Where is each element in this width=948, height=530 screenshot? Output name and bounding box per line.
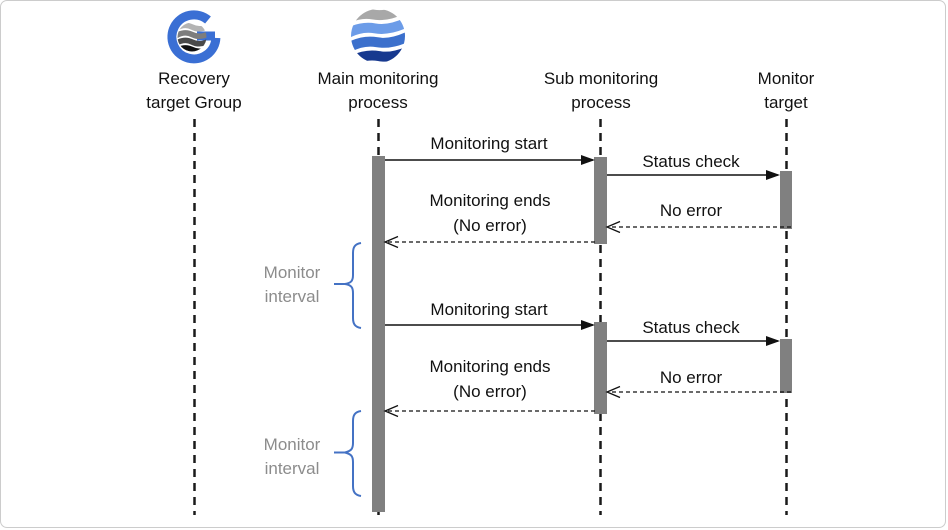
message-label-monitoring-start-2: Monitoring start bbox=[430, 300, 548, 319]
interval-label-1: Monitor interval bbox=[263, 263, 321, 306]
message-label-monitoring-start-1: Monitoring start bbox=[430, 134, 548, 153]
globe-waves-icon bbox=[349, 7, 407, 65]
lifeline-header-monitor-target: Monitor target bbox=[757, 69, 815, 112]
interval-label-2: Monitor interval bbox=[263, 435, 321, 478]
activation-bar-sub-2 bbox=[594, 322, 607, 414]
arrowhead-monitoring-ends-1 bbox=[383, 235, 399, 249]
message-label-no-error-2: No error bbox=[659, 368, 723, 387]
arrowhead-status-check-1 bbox=[766, 170, 780, 180]
message-label-no-error-1: No error bbox=[659, 201, 723, 220]
message-label-status-check-1: Status check bbox=[642, 152, 740, 171]
lifeline-header-recovery-target-group: Recovery target Group bbox=[146, 69, 242, 112]
message-label-monitoring-ends-2: Monitoring ends (No error) bbox=[429, 357, 551, 401]
globe-g-icon bbox=[167, 10, 221, 64]
arrowhead-monitoring-start-1 bbox=[581, 155, 595, 165]
arrowhead-monitoring-ends-2 bbox=[383, 404, 399, 418]
arrowhead-monitoring-start-2 bbox=[581, 320, 595, 330]
interval-brace-1 bbox=[344, 242, 362, 329]
message-label-monitoring-ends-1: Monitoring ends (No error) bbox=[429, 191, 551, 235]
lifeline-header-sub-monitoring-process: Sub monitoring process bbox=[543, 69, 659, 112]
arrowhead-no-error-1 bbox=[605, 220, 621, 234]
activation-bar-target-2 bbox=[780, 339, 792, 393]
activation-bar-main bbox=[372, 156, 385, 512]
message-label-status-check-2: Status check bbox=[642, 318, 740, 337]
activation-bar-target-1 bbox=[780, 171, 792, 229]
arrowhead-no-error-2 bbox=[605, 385, 621, 399]
arrowhead-status-check-2 bbox=[766, 336, 780, 346]
lifeline-header-main-monitoring-process: Main monitoring process bbox=[317, 69, 439, 112]
interval-brace-2 bbox=[344, 410, 362, 497]
activation-bar-sub-1 bbox=[594, 157, 607, 244]
